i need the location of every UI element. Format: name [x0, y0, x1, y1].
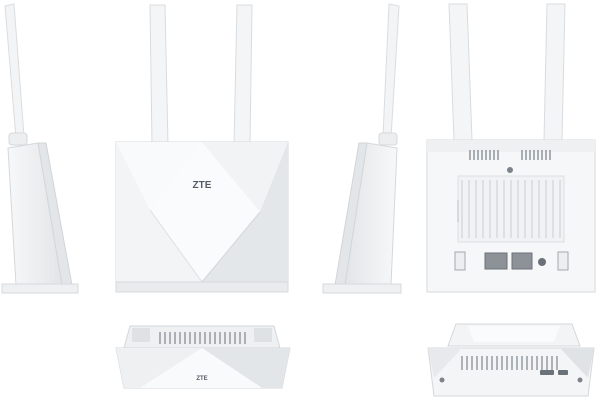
- ethernet-port[interactable]: [484, 252, 508, 270]
- side-clip: [557, 251, 569, 271]
- bottom-rear-view: [422, 318, 600, 402]
- side-clip: [454, 251, 466, 271]
- phone-port[interactable]: [511, 252, 533, 270]
- usb-port[interactable]: [558, 370, 568, 375]
- router-body: [322, 142, 402, 294]
- screw-hole: [577, 377, 583, 383]
- vent-grille: [457, 175, 565, 243]
- vent-grille: [461, 356, 558, 370]
- vent-grille: [159, 332, 246, 344]
- screw-hole: [507, 167, 513, 173]
- router-body: [426, 139, 596, 293]
- sim-slot[interactable]: [540, 370, 554, 375]
- antenna: [4, 3, 28, 146]
- brand-logo: ZTE: [196, 376, 207, 382]
- front-view: ZTE: [110, 0, 300, 300]
- screw-hole: [439, 377, 445, 383]
- router-base: [427, 323, 595, 397]
- rear-view: [422, 0, 600, 300]
- vent-grille-top: [469, 150, 551, 160]
- antenna: [378, 3, 400, 146]
- antenna-right: [543, 3, 566, 141]
- router-body: [1, 142, 79, 294]
- antenna-left: [149, 4, 169, 146]
- brand-logo: ZTE: [193, 180, 212, 191]
- router-base: [115, 325, 291, 389]
- antenna-right: [233, 4, 253, 146]
- left-side-view: [0, 0, 90, 300]
- antenna-left: [448, 3, 473, 141]
- bottom-front-view: ZTE: [110, 318, 300, 402]
- right-side-view: [315, 0, 410, 300]
- power-port[interactable]: [538, 258, 546, 266]
- router-body: [115, 141, 289, 293]
